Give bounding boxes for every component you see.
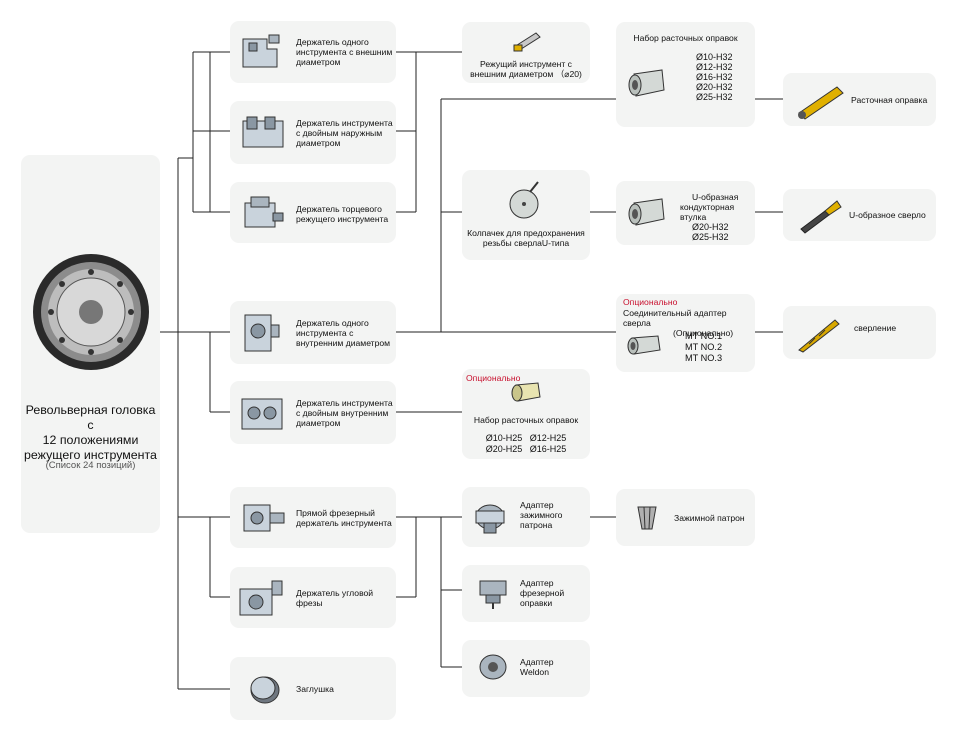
drill-adapter-icon [627, 335, 661, 355]
boring-bar-card: Расточная оправка [783, 73, 936, 126]
boring-sleeve-h25-title: Набор расточных оправок [473, 415, 579, 425]
turret-title: Револьверная головка с 12 положениями ре… [24, 403, 157, 462]
weldon-adapter-icon [479, 654, 507, 680]
u-sleeve-icon [628, 198, 665, 226]
u-sleeve-label: U-образная кондукторная втулка Ø20-H32 Ø… [680, 192, 739, 242]
u-drill-icon [800, 200, 842, 234]
mill-adapter-icon [479, 580, 507, 609]
twist-drill-icon [798, 319, 840, 353]
collet-label: Зажимной патрон [674, 513, 745, 523]
boring-sleeve-h25-optional-tag: Опционально [466, 373, 521, 383]
id-holder-icon [244, 314, 280, 352]
u-drill-card: U-образное сверло [783, 189, 936, 241]
plug-icon [250, 676, 280, 704]
turret-subtitle: (Список 24 позиций) [45, 460, 136, 471]
drill-adapter-optional-tag: Опционально [623, 297, 678, 307]
od-holder-icon [242, 34, 280, 68]
boring-sleeve-set-h25-card: Опционально Набор расточных оправок Ø10-… [462, 369, 590, 459]
collet-icon [637, 506, 657, 530]
turret-card: Револьверная головка с 12 положениями ре… [21, 155, 160, 533]
collet-adapter-icon [475, 504, 505, 534]
id-double-holder-icon [241, 398, 283, 430]
od-tool-icon [513, 32, 541, 52]
plug-card: Заглушка [230, 657, 396, 720]
straight-mill-holder-icon [243, 504, 285, 532]
boring-sleeve-h25-row2: Ø20-H25 Ø16-H25 [485, 444, 567, 454]
drill-adapter-card: Опционально Соединительный адаптер сверл… [616, 294, 755, 372]
boring-sleeve-icon [628, 69, 665, 97]
u-drill-label: U-образное сверло [849, 210, 926, 220]
drilling-card: сверление [783, 306, 936, 359]
drilling-label: сверление [854, 323, 897, 333]
drill-adapter-title: Соединительный адаптер сверла (Опциональ… [623, 308, 734, 338]
u-sleeve-card: U-образная кондукторная втулка Ø20-H32 Ø… [616, 181, 755, 245]
plug-label: Заглушка [296, 684, 334, 694]
od-double-holder-icon [242, 116, 284, 148]
angle-mill-holder-icon [239, 580, 283, 616]
boring-sleeve-h25-row1: Ø10-H25 Ø12-H25 [485, 433, 567, 443]
boring-sleeve-set-title: Набор расточных оправок [633, 33, 738, 43]
thread-cap-icon [509, 181, 539, 219]
boring-sleeve-small-icon [511, 382, 541, 402]
collet-card: Зажимной патрон [616, 489, 755, 546]
boring-bar-label: Расточная оправка [851, 95, 928, 105]
turret-disc-icon [33, 254, 149, 370]
boring-bar-icon [798, 86, 844, 120]
face-holder-icon [244, 196, 284, 228]
